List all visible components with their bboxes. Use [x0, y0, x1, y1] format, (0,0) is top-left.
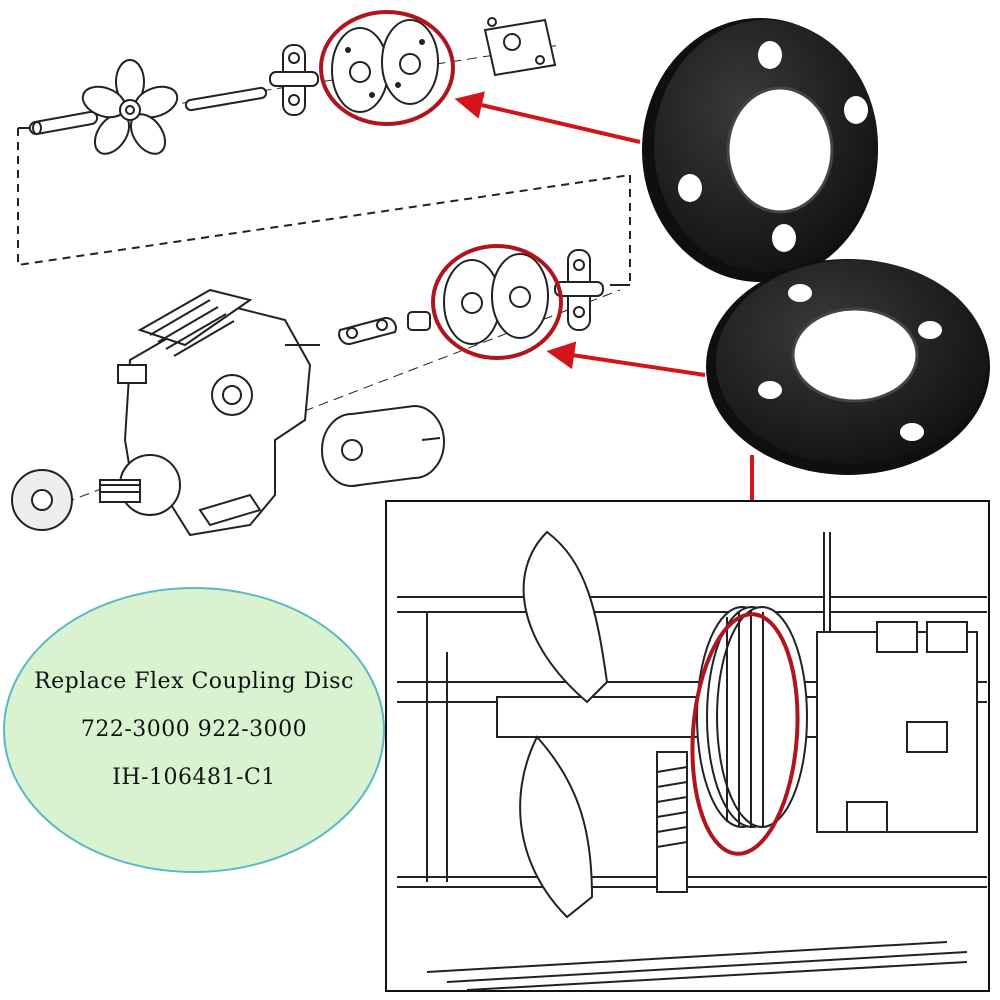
exploded-diagram	[11, 17, 631, 537]
upper-highlight-ring	[319, 10, 455, 126]
flex-disc-product-bottom	[706, 259, 990, 475]
connector-icon	[338, 311, 431, 346]
washer-icon	[11, 469, 73, 531]
lower-flex-disc-icon	[443, 253, 549, 345]
fan-icon	[81, 59, 179, 155]
flex-disc-product-top	[642, 18, 878, 282]
lower-flange-icon	[554, 249, 604, 331]
label-text: Replace Flex Coupling Disc 722-3000 922-…	[0, 585, 388, 875]
installed-disc-icon	[696, 606, 808, 828]
filter-icon	[321, 404, 445, 487]
label-ih-number: IH-106481-C1	[112, 765, 276, 790]
spring-icon	[656, 751, 688, 893]
fan-blade-lower	[519, 735, 594, 919]
flex-disc-icon	[331, 19, 439, 113]
installation-illustration	[385, 500, 990, 992]
steering-gearbox-icon	[99, 288, 320, 537]
label-badge	[3, 587, 385, 873]
label-title: Replace Flex Coupling Disc	[34, 669, 354, 694]
flange-icon	[483, 17, 557, 77]
lower-highlight-ring	[431, 244, 563, 360]
label-part-numbers: 722-3000 922-3000	[80, 717, 308, 742]
rod-icon	[184, 86, 268, 112]
pin-icon	[28, 110, 99, 136]
arrow-to-lower-discs	[546, 341, 706, 377]
yoke-icon	[269, 44, 319, 116]
installed-highlight-ring	[690, 612, 800, 856]
arrow-to-upper-discs	[454, 91, 641, 144]
fan-blade-upper	[522, 530, 609, 704]
